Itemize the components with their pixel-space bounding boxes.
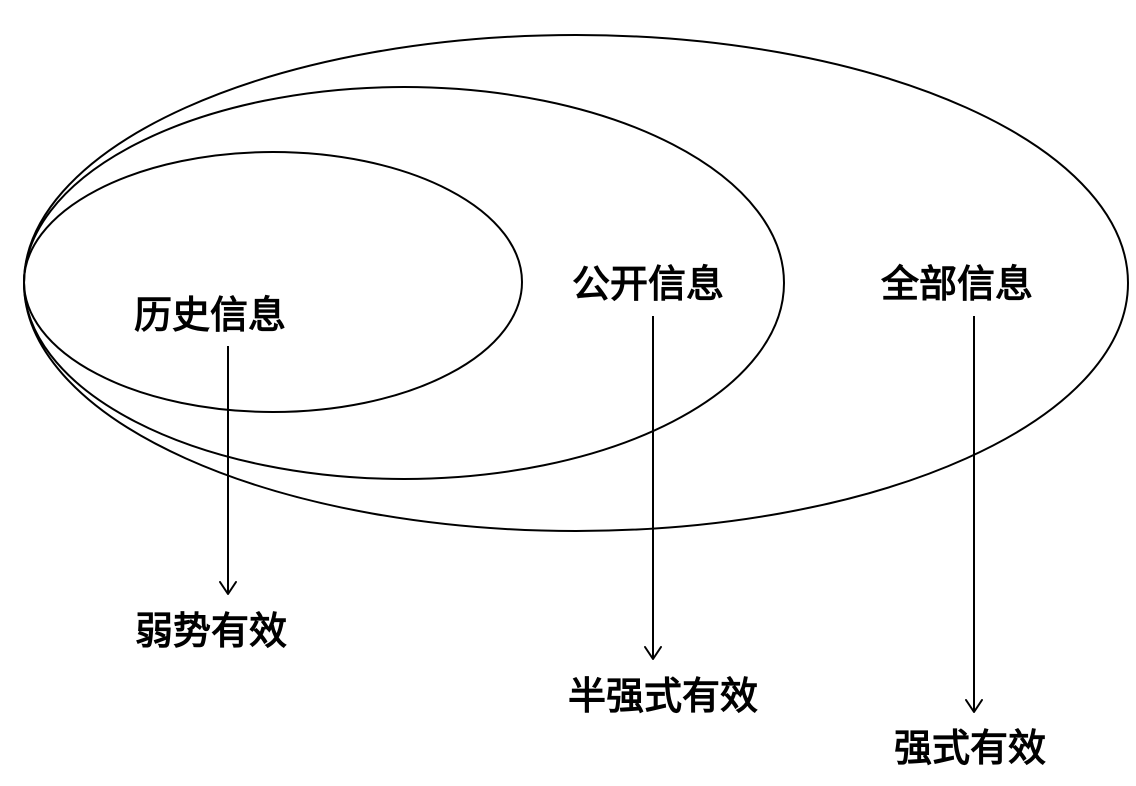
weak-form-label: 弱势有效 [135,609,287,653]
semi-strong-form-label: 半强式有效 [568,674,758,718]
strong-form-label: 强式有效 [894,726,1046,770]
all-information-label: 全部信息 [880,262,1033,306]
weak-form-arrow [219,346,237,595]
historical-information-ellipse [23,151,523,413]
semi-strong-form-arrow [644,316,662,660]
strong-form-arrow [965,316,983,713]
public-information-label: 公开信息 [572,262,724,306]
historical-information-label: 历史信息 [134,293,286,337]
